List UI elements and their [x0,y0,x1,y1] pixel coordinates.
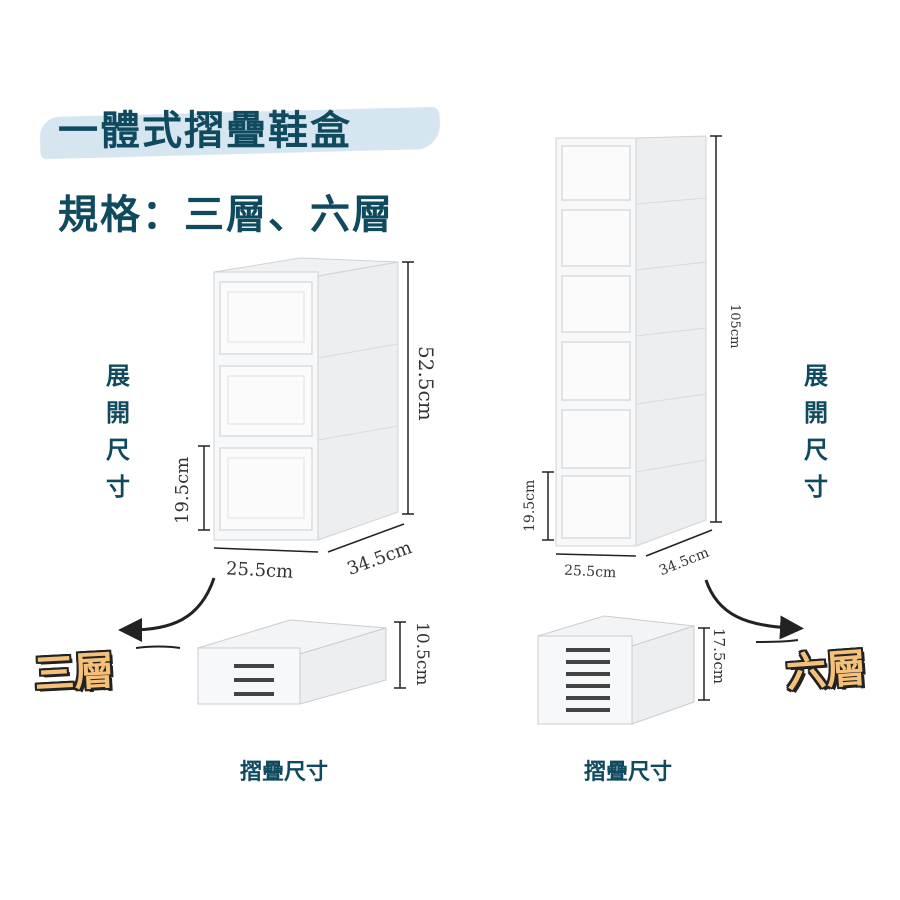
left-width-dimension: 25.5cm [225,558,294,583]
six-tier-folded [537,615,695,725]
left-drawer-height-dimension: 19.5cm [172,456,193,524]
right-folded-size-label: 摺疊尺寸 [584,760,673,785]
page-title: 一體式摺疊鞋盒 [58,108,352,154]
three-tier-badge: 三層 [33,647,116,699]
right-folded-height-dimension: 17.5cm [710,628,728,685]
left-height-dimension: 52.5cm [414,346,438,421]
three-tier-folded [197,619,387,705]
right-drawer-height-dimension: 19.5cm [522,479,538,532]
left-folded-size-label: 摺疊尺寸 [240,760,329,785]
left-unfolded-label: 展 開 尺 寸 [106,362,130,501]
six-tier-cabinet [555,135,707,547]
right-unfolded-label: 展 開 尺 寸 [804,362,828,501]
right-height-dimension: 105cm [727,304,742,349]
three-tier-cabinet [213,257,399,541]
six-tier-badge: 六層 [784,645,868,697]
spec-subtitle: 規格：三層、六層 [58,192,394,238]
right-width-dimension: 25.5cm [563,562,617,582]
left-folded-height-dimension: 10.5cm [412,622,432,686]
